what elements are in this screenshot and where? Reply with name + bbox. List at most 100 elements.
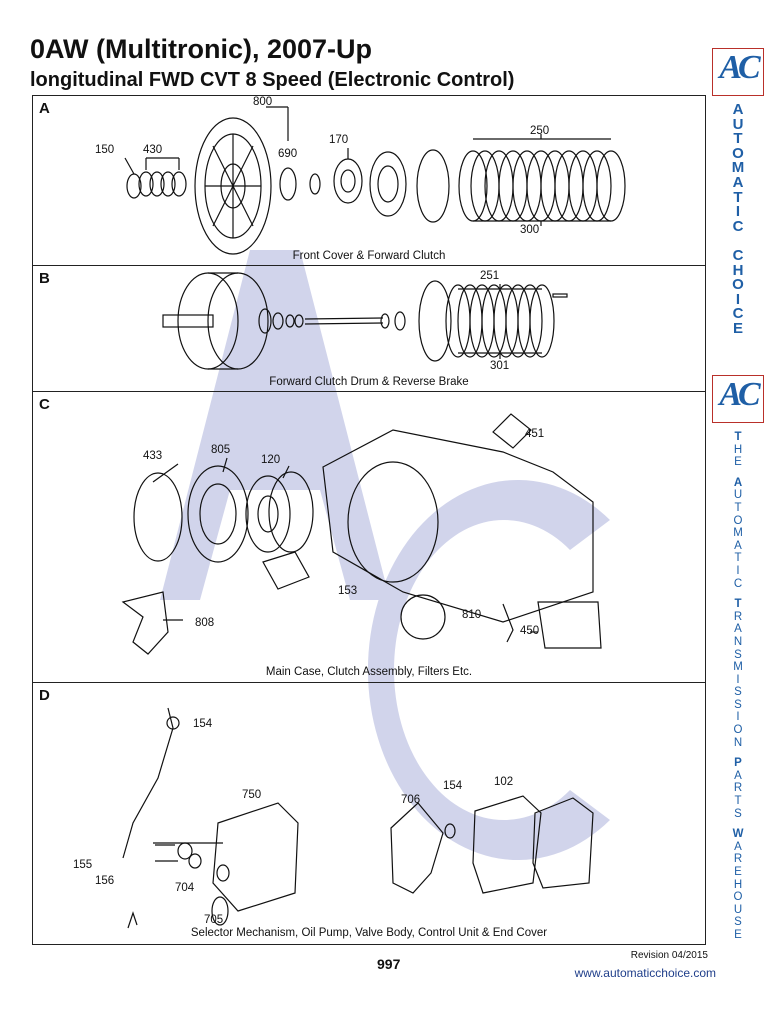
part-number-label: 810	[462, 609, 482, 621]
part-number-label: 154	[193, 718, 213, 730]
section-letter: C	[39, 396, 50, 413]
section-caption: Selector Mechanism, Oil Pump, Valve Body…	[190, 927, 548, 939]
vertical-letter: U	[732, 115, 744, 133]
front-cover-forward-clutch-drawing	[124, 106, 626, 255]
vertical-letter: S	[734, 648, 742, 661]
part-number-label: 805	[211, 444, 231, 456]
vertical-letter: U	[733, 903, 743, 916]
vertical-letter: H	[733, 878, 743, 891]
vertical-letter: M	[733, 527, 743, 540]
part-number-label: 156	[95, 875, 115, 887]
section-caption: Main Case, Clutch Assembly, Filters Etc.	[265, 666, 473, 678]
vertical-letter: A	[732, 173, 744, 191]
part-number-label: 150	[95, 144, 115, 156]
vertical-letter: N	[733, 635, 743, 648]
part-number-label: 154	[443, 780, 463, 792]
vertical-letter: O	[732, 276, 744, 294]
vertical-letter: C	[732, 217, 744, 235]
section-caption: Forward Clutch Drum & Reverse Brake	[269, 376, 469, 388]
vertical-letter: E	[734, 456, 742, 469]
vertical-letter: A	[734, 539, 742, 552]
vertical-letter: A	[732, 101, 744, 118]
vertical-letter: T	[734, 598, 742, 611]
page-number: 997	[377, 956, 401, 972]
part-number-label: 704	[175, 882, 195, 894]
vertical-letter: S	[734, 698, 742, 711]
vertical-letter: A	[734, 623, 742, 636]
vertical-letter: R	[733, 782, 743, 795]
vertical-letter: I	[735, 203, 741, 221]
vertical-letter: H	[732, 261, 744, 279]
vertical-letter: T	[733, 130, 743, 148]
website-link[interactable]: www.automaticchoice.com	[574, 966, 716, 980]
part-number-label: 301	[490, 360, 510, 372]
vertical-letter: A	[734, 840, 742, 853]
vertical-letter: R	[733, 853, 743, 866]
part-number-label: 706	[401, 794, 421, 806]
section-d: D 154 750 706 154 102 155	[33, 683, 705, 946]
part-number-label: 430	[143, 144, 163, 156]
vertical-letter: N	[733, 736, 743, 749]
vertical-letter: I	[735, 290, 741, 308]
vertical-letter: O	[733, 514, 743, 527]
section-letter: A	[39, 100, 50, 117]
part-number-label: 450	[520, 625, 540, 637]
part-number-label: 153	[338, 585, 358, 597]
part-number-label: 451	[525, 428, 545, 440]
vertical-letter: I	[736, 673, 740, 686]
part-number-label: 705	[204, 914, 224, 926]
section-c: C 433 805 120 45	[33, 392, 705, 683]
section-caption: Front Cover & Forward Clutch	[292, 250, 446, 262]
diagram-frame: A	[32, 95, 706, 945]
vertical-letter: S	[734, 807, 742, 820]
section-letter: D	[39, 687, 50, 704]
part-number-label: 251	[480, 270, 500, 282]
section-letter: B	[39, 270, 50, 287]
ac-logo-secondary: AC	[712, 375, 764, 423]
vertical-letter: S	[734, 686, 742, 699]
part-number-label: 102	[494, 776, 514, 788]
vertical-letter: T	[733, 188, 743, 206]
vertical-letter: H	[733, 443, 743, 456]
page-title: 0AW (Multitronic), 2007-Up	[30, 34, 373, 64]
vertical-letter: T	[734, 501, 742, 514]
part-number-label: 120	[261, 454, 281, 466]
ac-logo: AC	[712, 48, 764, 96]
vertical-letter: O	[733, 724, 743, 737]
vertical-letter: I	[736, 711, 740, 724]
vertical-letter: R	[733, 610, 743, 623]
part-number-label: 808	[195, 617, 215, 629]
vertical-letter: A	[734, 769, 742, 782]
part-number-label: 433	[143, 450, 163, 462]
page-subtitle: longitudinal FWD CVT 8 Speed (Electronic…	[30, 69, 515, 91]
part-number-label: 250	[530, 125, 550, 137]
section-b: B 251 301 Forward Clutch Drum	[33, 266, 705, 392]
vertical-letter: U	[733, 489, 743, 502]
vertical-letter: W	[732, 828, 744, 841]
vertical-letter: T	[734, 431, 742, 443]
part-number-label: 750	[242, 789, 262, 801]
vertical-letter: P	[734, 757, 742, 770]
vertical-letter: T	[734, 552, 742, 565]
part-number-label: 155	[73, 859, 93, 871]
vertical-letter: O	[732, 144, 744, 162]
main-case-clutch-assembly-drawing	[121, 413, 602, 655]
part-number-label: 300	[520, 224, 540, 236]
logo-text: AC	[719, 376, 760, 413]
forward-clutch-drum-reverse-brake-drawing	[162, 272, 568, 370]
section-a: A	[33, 96, 705, 266]
vertical-letter: I	[736, 564, 740, 577]
part-number-label: 170	[329, 134, 349, 146]
logo-text: AC	[719, 49, 760, 86]
vertical-letter	[712, 233, 764, 248]
vertical-letter: C	[732, 305, 744, 323]
vertical-letter: E	[734, 928, 742, 941]
vertical-letter: M	[733, 661, 743, 674]
vertical-letter: O	[733, 891, 743, 904]
vertical-letter: A	[733, 476, 743, 489]
selector-pump-valve-body-drawing	[122, 707, 594, 929]
vertical-letter: C	[732, 246, 744, 264]
vertical-letter: T	[734, 795, 742, 808]
